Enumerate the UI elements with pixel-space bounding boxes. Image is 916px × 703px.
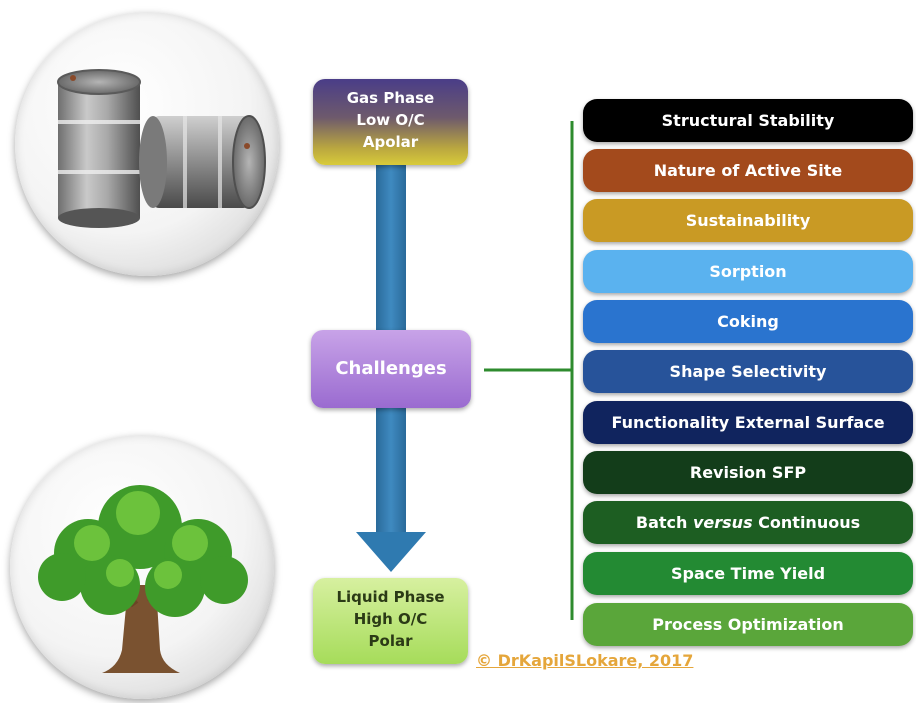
liquid-phase-polarity: Polar <box>368 632 413 650</box>
liquid-phase-box: Liquid Phase High O/C Polar <box>313 578 468 664</box>
gas-phase-polarity: Apolar <box>362 133 419 151</box>
challenges-box: Challenges <box>311 330 471 408</box>
challenge-batch-versus-continuous: Batch versus Continuous <box>583 501 913 544</box>
tree-icon <box>38 485 248 673</box>
oil-barrels-picture <box>15 12 279 276</box>
challenge-nature-of-active-site: Nature of Active Site <box>583 149 913 192</box>
challenge-sustainability: Sustainability <box>583 199 913 242</box>
challenge-structural-stability: Structural Stability <box>583 99 913 142</box>
copyright-text: © DrKapilSLokare, 2017 <box>476 651 694 670</box>
liquid-phase-oc: High O/C <box>353 610 428 628</box>
versus-label: versus <box>692 513 753 532</box>
continuous-label: Continuous <box>752 513 861 532</box>
arrow-head <box>356 532 426 572</box>
challenge-process-optimization: Process Optimization <box>583 603 913 646</box>
gas-phase-title: Gas Phase <box>346 89 435 107</box>
liquid-phase-title: Liquid Phase <box>336 588 445 606</box>
challenge-functionality-external-surface: Functionality External Surface <box>583 401 913 444</box>
challenge-coking: Coking <box>583 300 913 343</box>
arrow-shaft-lower <box>376 408 406 533</box>
batch-label: Batch <box>635 513 693 532</box>
oil-barrels-icon <box>57 69 266 228</box>
tree-picture <box>10 435 274 699</box>
challenge-revision-sfp: Revision SFP <box>583 451 913 494</box>
gas-phase-box: Gas Phase Low O/C Apolar <box>313 79 468 165</box>
gas-phase-oc: Low O/C <box>356 111 425 129</box>
arrow-shaft-upper <box>376 165 406 330</box>
challenge-shape-selectivity: Shape Selectivity <box>583 350 913 393</box>
challenge-sorption: Sorption <box>583 250 913 293</box>
challenge-space-time-yield: Space Time Yield <box>583 552 913 595</box>
